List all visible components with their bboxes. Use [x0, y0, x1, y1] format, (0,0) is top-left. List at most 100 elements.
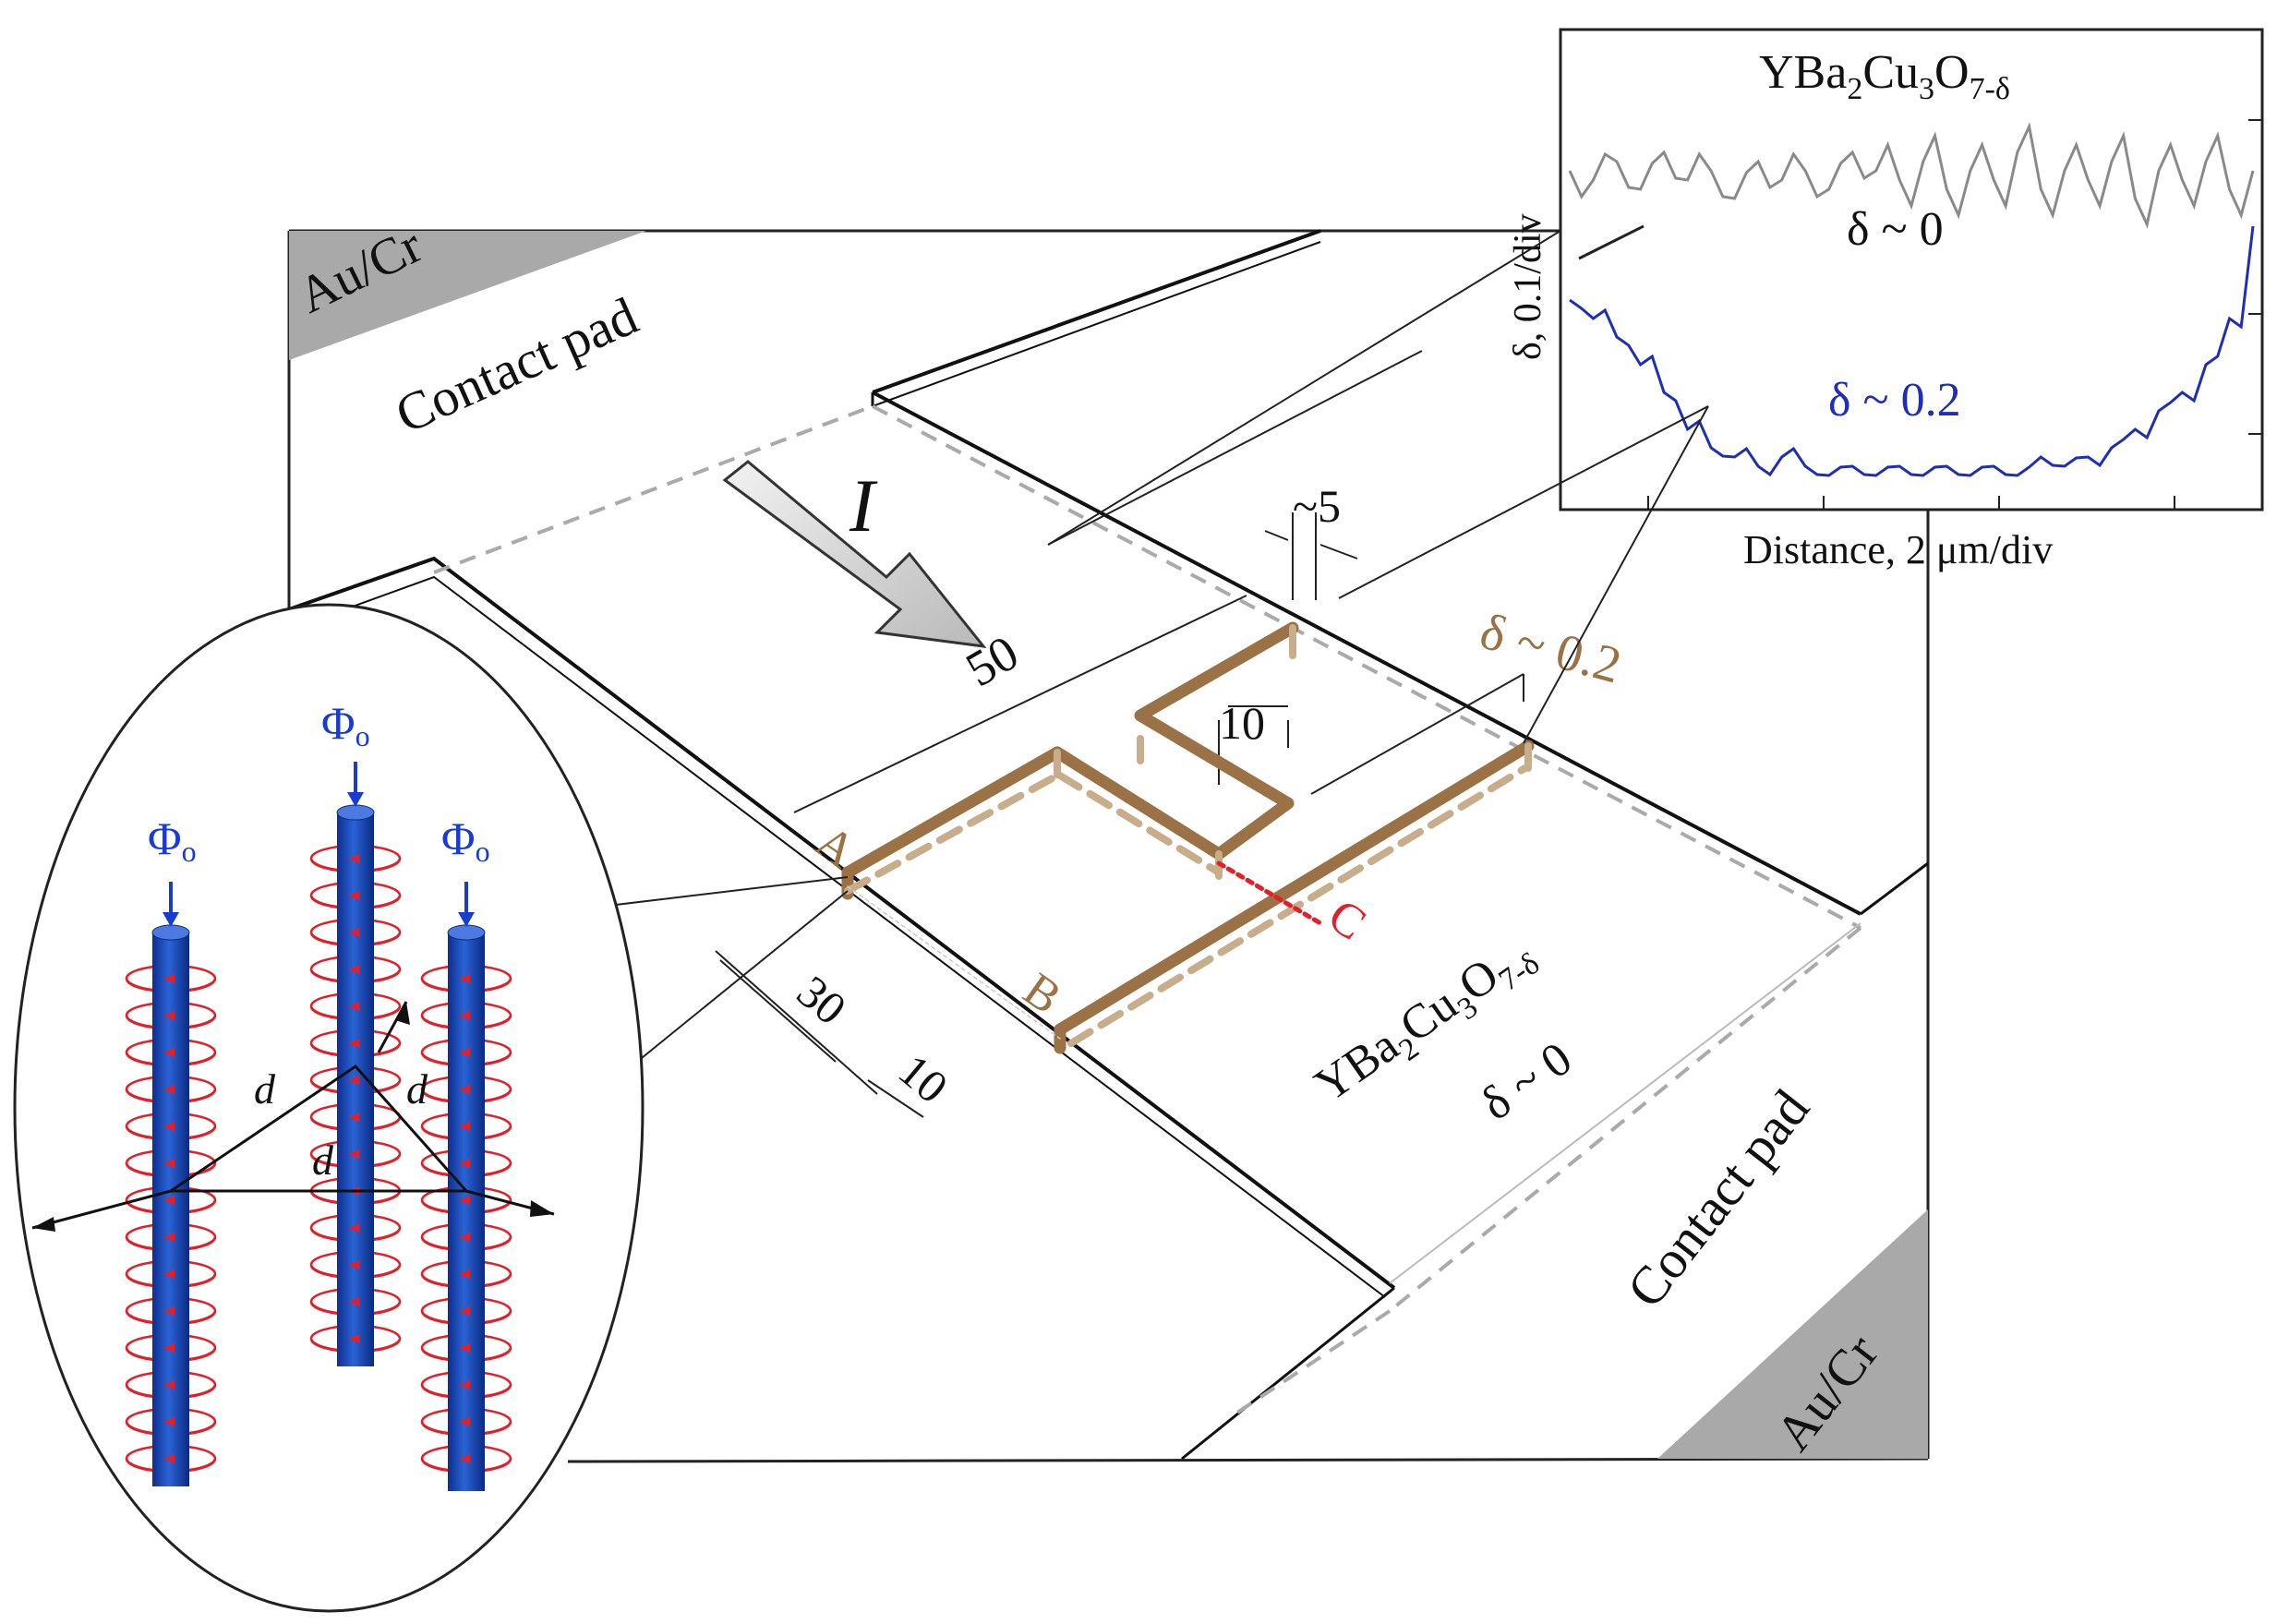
inset-xlabel: Distance, 2 μm/div [1743, 527, 2053, 572]
vortex-core [448, 932, 485, 1491]
ring-arrowhead [163, 1085, 175, 1094]
ring-arrowhead [459, 1380, 470, 1389]
ring-arrowhead [348, 891, 359, 900]
ring-arrowhead [459, 1233, 470, 1242]
dim-loop-label: 10 [1219, 697, 1265, 749]
ring-arrowhead [459, 1454, 470, 1463]
ring-arrowhead [348, 1076, 359, 1085]
ring-arrowhead [163, 1454, 175, 1463]
dimension-lines [715, 350, 1524, 1118]
ring-arrowhead [459, 1196, 470, 1205]
ring-arrowhead [163, 1011, 175, 1020]
vortex-cap [447, 924, 486, 941]
ring-arrowhead [348, 1039, 359, 1048]
current-ring-front [420, 1236, 512, 1250]
au-cr-bottom-patch [1657, 1209, 1928, 1459]
current-ring-front [420, 1089, 512, 1102]
ring-arrowhead [163, 1417, 175, 1426]
current-ring-front [420, 1458, 512, 1472]
distance-label-bottom: d [312, 1137, 334, 1184]
film-edges [288, 229, 1929, 1461]
current-ring-front [309, 1116, 402, 1130]
dim-bedge-label: 10 [889, 1044, 958, 1113]
inset-plot: YBa2Cu3O7-δ δ ~ 0 δ ~ 0.2 δ, 0.1/div Dis… [1047, 28, 2264, 744]
vortex-core [152, 932, 189, 1486]
loop-delta-label: δ ~ 0.2 [1475, 603, 1627, 695]
current-ring-front [125, 1162, 217, 1176]
ring-arrowhead [459, 1011, 470, 1020]
distance-label-left: d [254, 1065, 276, 1113]
current-ring-front [309, 932, 402, 945]
vortex-inset: d d d Φo Φo Φo [13, 603, 849, 1613]
ring-arrowhead [163, 974, 175, 983]
point-c-label: C [1319, 889, 1375, 951]
ring-arrowhead [163, 1269, 175, 1279]
current-ring-front [125, 1089, 217, 1102]
ring-arrowhead [459, 1417, 470, 1426]
ring-arrowhead [348, 1149, 359, 1159]
flux-label-left: Φo [148, 812, 197, 868]
inset-ylabel: δ, 0.1/div [1507, 213, 1549, 360]
vortex-left [125, 882, 217, 1486]
flux-labels: Φo Φo Φo [148, 697, 490, 868]
current-arrow [722, 460, 987, 648]
ring-arrowhead [459, 1048, 470, 1057]
inset-scale-bar [1578, 224, 1644, 260]
dim-gap-label: ~5 [1293, 480, 1341, 532]
current-ring-front [420, 1015, 512, 1029]
current-ring-front [125, 978, 217, 992]
current-ring-front [125, 1015, 217, 1029]
current-ring-front [309, 1301, 402, 1315]
ring-arrowhead [459, 1159, 470, 1168]
gray-curve [1568, 122, 2255, 229]
ring-arrowhead [348, 965, 359, 974]
ring-arrowhead [459, 1343, 470, 1353]
current-ring-front [309, 1190, 402, 1204]
current-ring-front [309, 1227, 402, 1241]
flux-arrowhead [347, 792, 364, 807]
inset-title: YBa2Cu3O7-δ [1759, 46, 2010, 106]
ring-arrowhead [459, 1122, 470, 1131]
ring-arrowhead [163, 1306, 175, 1316]
current-ring-front [125, 1310, 217, 1324]
current-ring-front [420, 1384, 512, 1398]
contact-pad-bottom-label: Contact pad [1615, 1078, 1821, 1318]
bronze-meander [841, 621, 1535, 1054]
current-ring-front [309, 1153, 402, 1167]
current-ring-front [420, 1310, 512, 1324]
ring-arrowhead [459, 1085, 470, 1094]
current-ring-front [125, 1458, 217, 1472]
ring-arrowhead [163, 1159, 175, 1168]
flux-arrowhead [458, 912, 475, 927]
ring-arrowhead [163, 1122, 175, 1131]
ring-arrowhead [459, 974, 470, 983]
current-ring-front [420, 1125, 512, 1139]
current-ring-front [125, 1052, 217, 1065]
current-ring-front [420, 978, 512, 992]
current-ring-front [420, 1347, 512, 1361]
current-ring-front [420, 1273, 512, 1287]
ring-arrowhead [348, 1223, 359, 1233]
vortex-core [337, 812, 374, 1366]
current-label: I [849, 463, 878, 547]
ring-arrowhead [163, 1343, 175, 1353]
inset-plot-frame [1559, 28, 2264, 511]
inset-leaders [1047, 230, 1709, 744]
flux-label-right: Φo [441, 812, 490, 868]
film-delta-label: δ ~ 0 [1472, 1032, 1581, 1131]
current-ring-front [125, 1125, 217, 1139]
dashed-contours [433, 404, 1862, 1414]
current-ring-front [125, 1421, 217, 1435]
distance-label-right: d [406, 1065, 428, 1113]
ring-arrowhead [163, 1233, 175, 1242]
current-ring-front [309, 1264, 402, 1278]
ellipse-leaders [576, 876, 849, 1063]
flux-label-center: Φo [321, 697, 370, 752]
current-ring-front [309, 1042, 402, 1056]
ring-arrowhead [348, 1334, 359, 1343]
ring-arrowhead [348, 1260, 359, 1269]
inset-lower-label: δ ~ 0.2 [1828, 374, 1961, 427]
current-ring-front [309, 895, 402, 908]
current-ring-front [309, 1005, 402, 1019]
